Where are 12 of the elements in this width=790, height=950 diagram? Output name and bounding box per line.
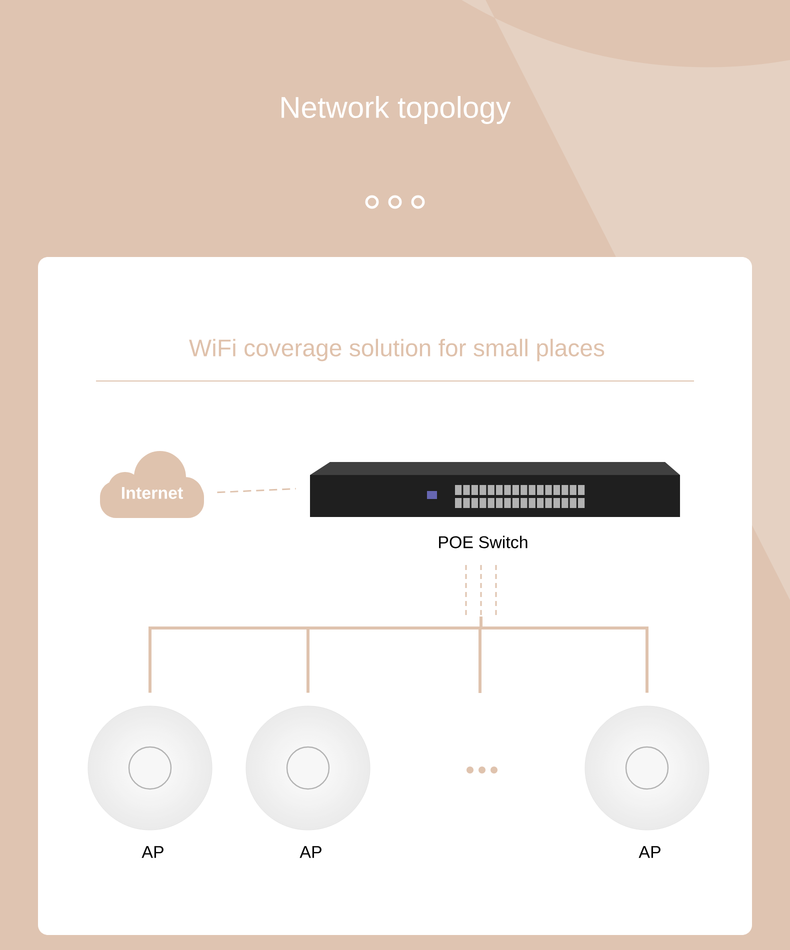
device-label: AP — [638, 846, 660, 858]
device-label: AP — [142, 846, 164, 858]
subtitle: WiFi coverage solution for small places — [189, 338, 604, 362]
access-point-drawing — [88, 706, 212, 830]
cloud: Internet — [100, 451, 204, 518]
title: Network topology — [282, 96, 511, 124]
access-point-drawing — [246, 706, 370, 830]
device-label: AP — [300, 846, 322, 858]
access-point-drawing — [584, 706, 710, 830]
cable-line — [480, 616, 648, 693]
device-label: POE Switch — [439, 536, 528, 548]
cable-line — [217, 488, 296, 494]
